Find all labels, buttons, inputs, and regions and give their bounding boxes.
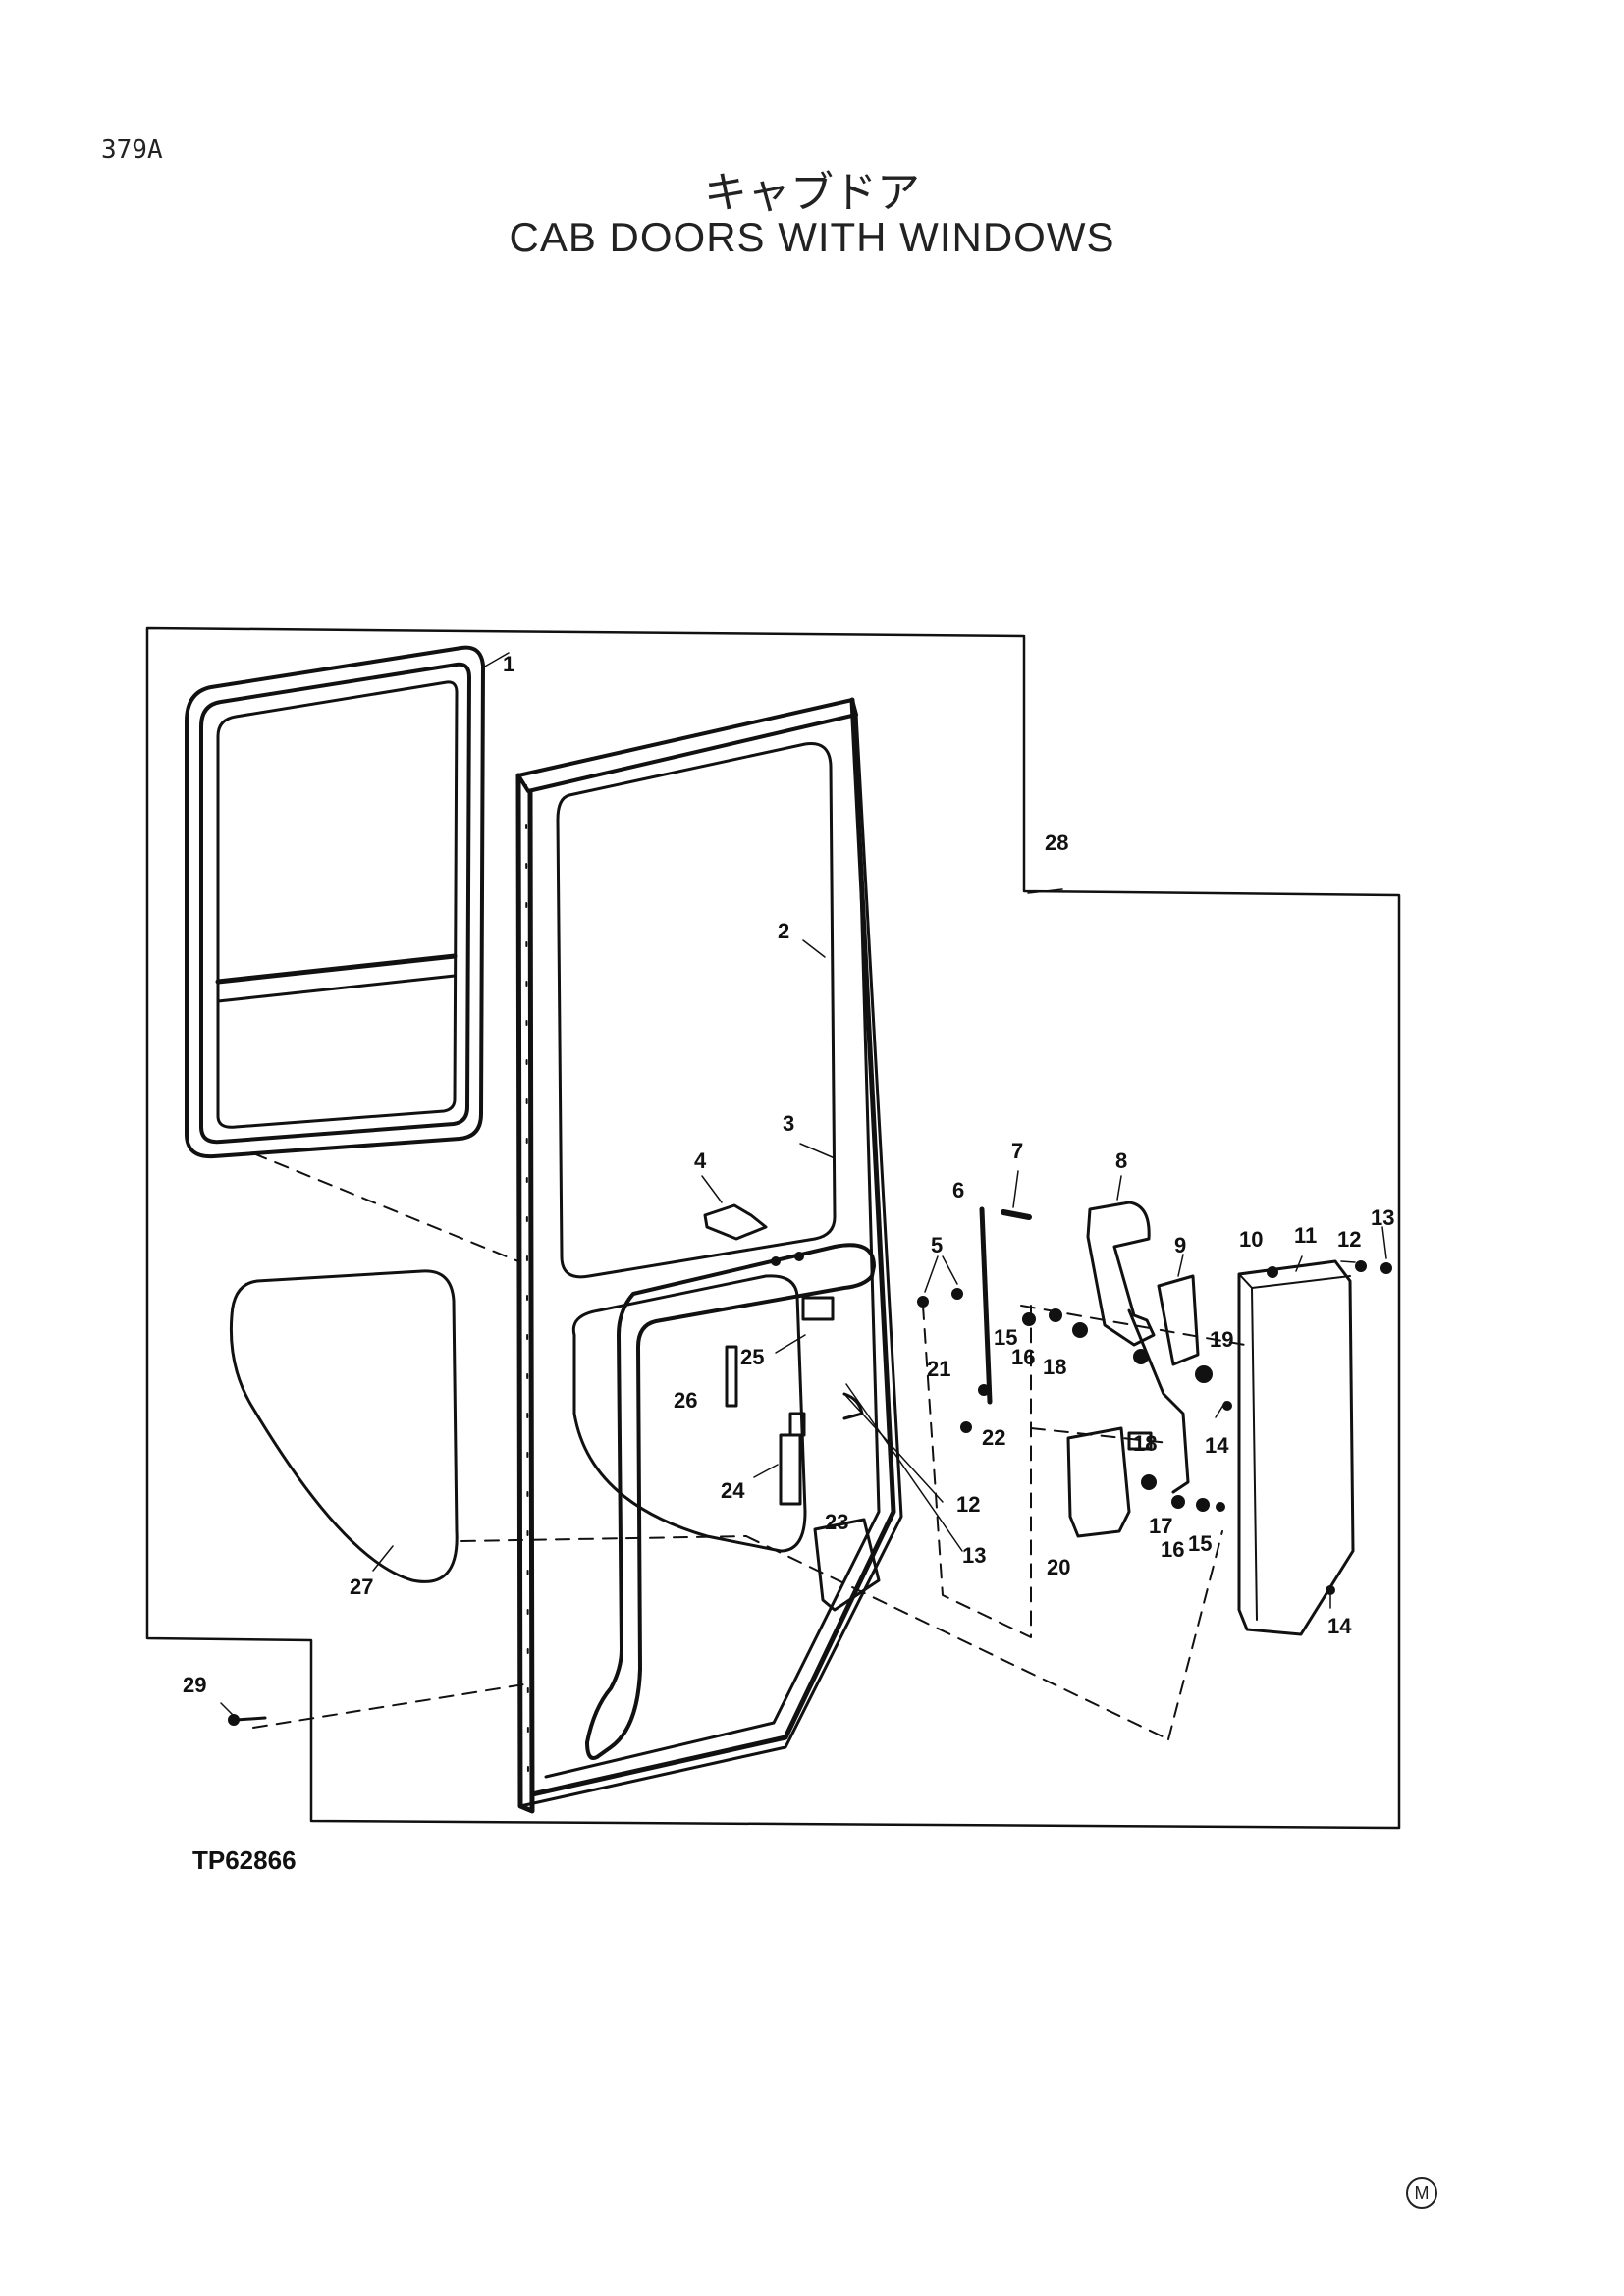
door-window-opening	[556, 741, 837, 1553]
callout-14: 14	[1205, 1433, 1229, 1458]
inner-handle	[1086, 1201, 1156, 1347]
lock-rod-pin	[1001, 1209, 1032, 1220]
callout-15: 15	[994, 1325, 1017, 1350]
registered-mark: M	[1406, 2177, 1437, 2209]
page-title-japanese: キャブドア	[704, 168, 920, 218]
page-title: CAB DOORS WITH WINDOWS	[509, 214, 1115, 260]
callout-7: 7	[1011, 1139, 1023, 1163]
callout-11: 11	[1294, 1223, 1317, 1248]
callout-16b: 16	[1161, 1537, 1184, 1562]
fasteners	[228, 1252, 1392, 1726]
callout-13b: 13	[962, 1543, 986, 1568]
lock-bracket	[1157, 1274, 1200, 1366]
callout-22: 22	[982, 1425, 1005, 1450]
callout-5: 5	[931, 1233, 943, 1257]
diagram-boundary	[145, 626, 1401, 1830]
assembly-lines	[252, 1152, 1246, 1740]
callout-12b: 12	[956, 1492, 980, 1517]
callout-17: 17	[1149, 1514, 1172, 1538]
leader-lines	[220, 652, 1387, 1717]
callout-28: 28	[1045, 830, 1068, 855]
callout-19: 19	[1210, 1327, 1233, 1352]
lower-glass-panel	[229, 1269, 459, 1583]
callout-1: 1	[503, 652, 514, 676]
lever-linkage	[1127, 1308, 1190, 1494]
lock-rod	[979, 1206, 993, 1405]
page-number: 379A	[101, 135, 163, 165]
callout-23: 23	[825, 1510, 848, 1534]
callout-4: 4	[694, 1148, 707, 1173]
callout-27: 27	[350, 1575, 373, 1599]
callout-16: 16	[1011, 1345, 1035, 1369]
callout-3: 3	[783, 1111, 794, 1136]
figure-id: TP62866	[192, 1845, 297, 1875]
door-frame	[515, 697, 903, 1814]
callout-18: 18	[1043, 1355, 1066, 1379]
callout-13: 13	[1371, 1205, 1394, 1230]
part-callouts: 1 2 3 4 5 6 7 8 9 10 11 12 13 14 15 16 1…	[183, 652, 1394, 1697]
callout-14b: 14	[1327, 1614, 1352, 1638]
callout-8: 8	[1115, 1148, 1127, 1173]
callout-18b: 18	[1133, 1431, 1157, 1456]
callout-2: 2	[778, 919, 789, 943]
callout-20: 20	[1047, 1555, 1070, 1579]
handrail	[585, 1243, 876, 1760]
callout-12: 12	[1337, 1227, 1361, 1252]
callout-10: 10	[1239, 1227, 1263, 1252]
door-latch	[1066, 1426, 1131, 1538]
hinge-line	[525, 784, 529, 1797]
callout-24: 24	[721, 1478, 745, 1503]
callout-9: 9	[1174, 1233, 1186, 1257]
callout-15b: 15	[1188, 1531, 1212, 1556]
callout-25: 25	[740, 1345, 764, 1369]
callout-29: 29	[183, 1673, 206, 1697]
callout-6: 6	[952, 1178, 964, 1202]
window-frame	[185, 645, 485, 1159]
callout-21: 21	[927, 1357, 950, 1381]
callout-26: 26	[674, 1388, 697, 1413]
